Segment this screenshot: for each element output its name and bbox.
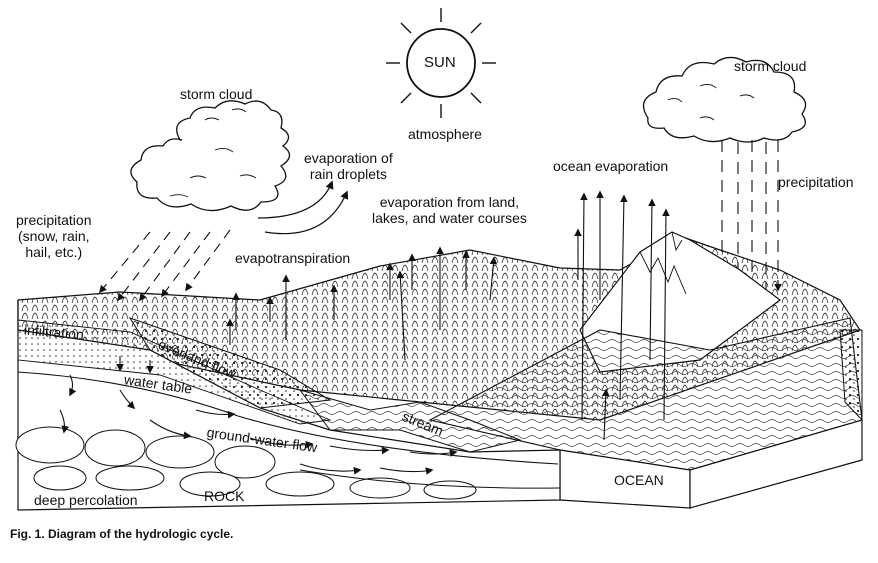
deep-percolation-label: deep percolation xyxy=(34,492,138,508)
storm-cloud-left-icon xyxy=(130,100,291,212)
precipitation-right-label: precipitation xyxy=(778,174,854,190)
figure-caption: Fig. 1. Diagram of the hydrologic cycle. xyxy=(10,527,234,541)
sun-icon xyxy=(386,8,496,118)
ocean-evaporation-arrows xyxy=(574,190,670,441)
evapotranspiration-arrows xyxy=(226,274,338,345)
ground-water-flow-arrows xyxy=(59,356,458,475)
rock-label: ROCK xyxy=(204,488,245,504)
sun-label: SUN xyxy=(424,54,456,71)
precipitation-left-arrows xyxy=(99,229,231,302)
evaporation-rain-label: evaporation of rain droplets xyxy=(304,150,393,182)
evaporation-rain-arrows xyxy=(257,180,349,235)
precipitation-left-label: precipitation (snow, rain, hail, etc.) xyxy=(16,212,92,260)
landscape-block xyxy=(15,231,863,511)
atmosphere-label: atmosphere xyxy=(408,126,482,142)
ocean-evaporation-label: ocean evaporation xyxy=(553,158,669,174)
evapotranspiration-label: evapotranspiration xyxy=(235,250,351,266)
ocean-label: OCEAN xyxy=(614,472,664,488)
storm-cloud-left-label: storm cloud xyxy=(180,86,253,102)
evaporation-land-label: evaporation from land, lakes, and water … xyxy=(372,194,527,226)
storm-cloud-right-icon xyxy=(642,56,807,143)
storm-cloud-right-label: storm cloud xyxy=(734,58,807,74)
evaporation-land-arrows xyxy=(386,246,498,361)
